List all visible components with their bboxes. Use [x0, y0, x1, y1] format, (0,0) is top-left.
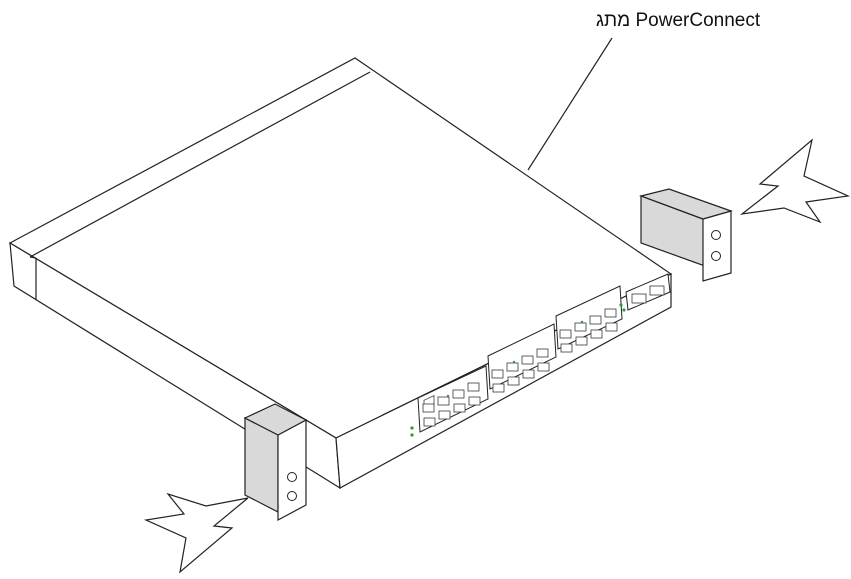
callout-leader-line: [527, 37, 613, 171]
status-led: [622, 308, 626, 312]
left-mounting-bracket: [243, 403, 308, 522]
port-leds: [410, 303, 626, 437]
sfp-port: [631, 293, 647, 304]
status-led: [619, 303, 623, 307]
port: [589, 315, 602, 325]
left-bracket-hole-top: [287, 472, 297, 482]
port: [423, 417, 436, 427]
status-led: [410, 426, 414, 430]
right-bracket-top: [638, 188, 733, 220]
port-block: [410, 273, 671, 437]
port: [522, 369, 535, 379]
port: [492, 383, 505, 393]
port: [574, 322, 587, 332]
status-led: [410, 433, 414, 437]
hollow-arrow-icon: [739, 138, 851, 224]
status-led: [446, 394, 450, 398]
sfp-port: [649, 285, 665, 296]
left-bracket-ear: [277, 418, 307, 522]
ear-corner: [29, 256, 37, 259]
port: [605, 322, 618, 332]
port: [590, 329, 603, 339]
status-led: [580, 320, 584, 324]
status-led: [512, 360, 516, 364]
left-bracket-hole-bottom: [287, 491, 297, 501]
port: [438, 410, 451, 420]
right-bracket-hole-top: [711, 230, 721, 240]
port: [491, 369, 504, 379]
port: [559, 329, 572, 339]
switch-callout-label: PowerConnect מתג: [596, 10, 761, 31]
left-bracket-top: [243, 403, 308, 436]
top-ear-edge: [29, 71, 371, 258]
hollow-arrow-icon: [143, 492, 249, 574]
right-bracket-ear: [702, 210, 732, 282]
switch-top-face: [8, 57, 673, 439]
port: [506, 362, 519, 372]
port: [575, 336, 588, 346]
port: [453, 403, 466, 413]
ports-grid: [422, 285, 665, 427]
port: [507, 376, 520, 386]
right-mounting-bracket: [638, 188, 733, 282]
port-group-1: [417, 365, 489, 433]
port: [467, 382, 480, 392]
port: [521, 355, 534, 365]
port: [536, 348, 549, 358]
port: [537, 362, 550, 372]
port: [604, 308, 617, 318]
switch-chassis: [8, 57, 673, 490]
port: [560, 343, 573, 353]
port: [468, 396, 481, 406]
port-group-3: [555, 285, 623, 350]
port: [422, 403, 435, 413]
right-bracket-hole-bottom: [711, 251, 721, 261]
port: [437, 396, 450, 406]
port: [452, 389, 465, 399]
